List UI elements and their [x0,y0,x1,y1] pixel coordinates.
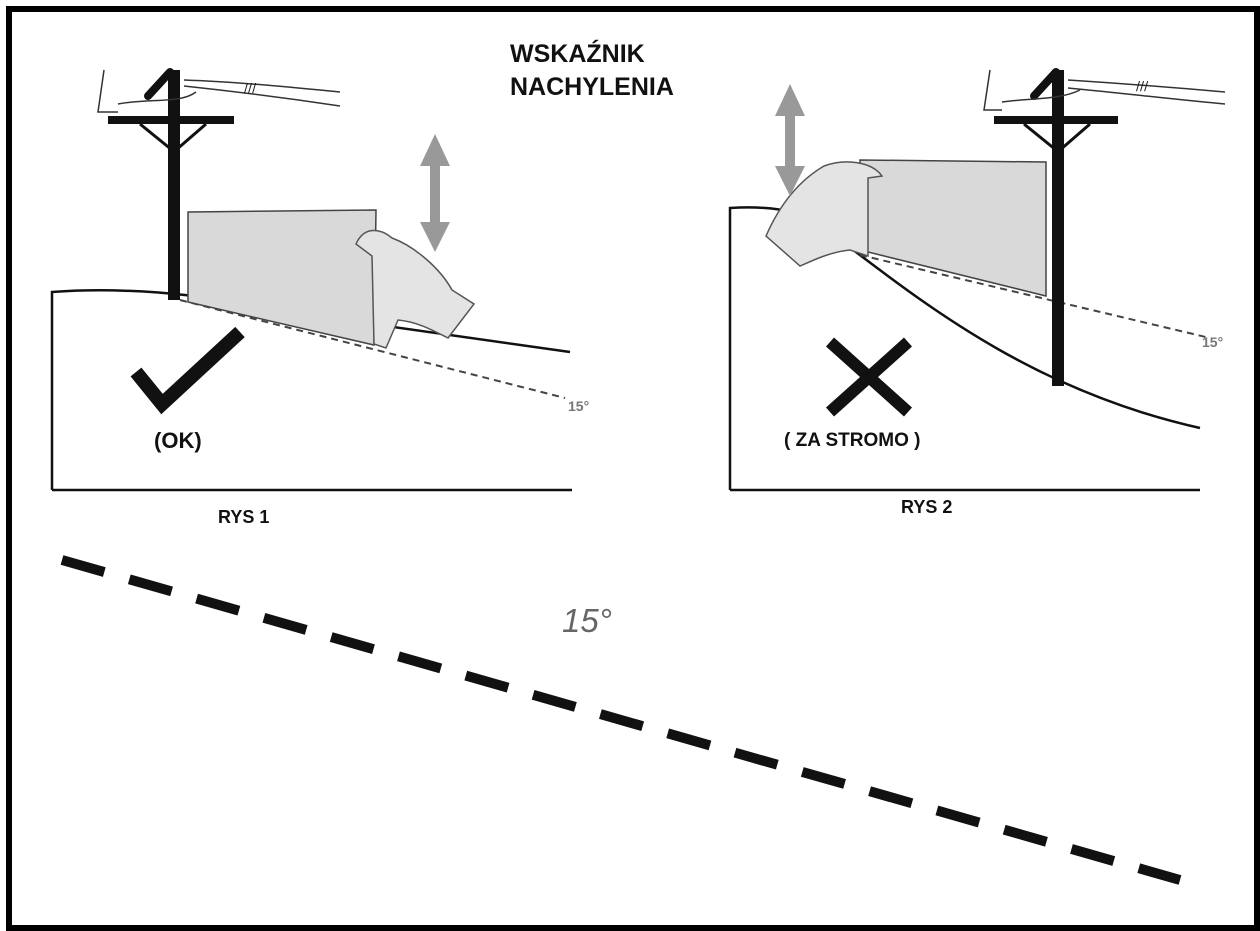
guide-angle-label: 15° [562,602,612,639]
page-title: WSKAŹNIK NACHYLENIA [510,38,674,104]
fig2-angle-label: 15° [1202,334,1224,350]
fig2-caption: RYS 2 [901,497,953,517]
svg-text:///: /// [244,81,257,95]
fig1-power-pole: /// [97,68,341,300]
fig1-caption: RYS 1 [218,507,270,527]
fig2-verdict-label: ( ZA STROMO ) [784,430,921,451]
fig1-15deg-reference [179,299,566,399]
title-line-1: WSKAŹNIK [510,40,645,68]
fig1-adjust-arrow [420,134,450,252]
fig2-hill [728,206,1201,490]
fig1-verdict-label: (OK) [154,428,202,453]
fig2-power-pole: /// [983,68,1226,386]
fig1-dish-panel [187,209,377,346]
figure-1: /// [50,68,572,492]
title-line-2: NACHYLENIA [510,73,674,101]
fig1-hand [355,229,476,349]
border-frame [6,6,1260,931]
fig1-checkmark [130,326,245,415]
svg-text:///: /// [1136,79,1149,93]
fig2-cross-mark [825,337,913,417]
guide-15deg-dashed-line [60,555,1182,885]
fig2-hand [765,161,884,267]
fig1-angle-label: 15° [568,398,590,414]
fig2-adjust-arrow [775,84,805,196]
figure-2: /// [728,68,1226,492]
